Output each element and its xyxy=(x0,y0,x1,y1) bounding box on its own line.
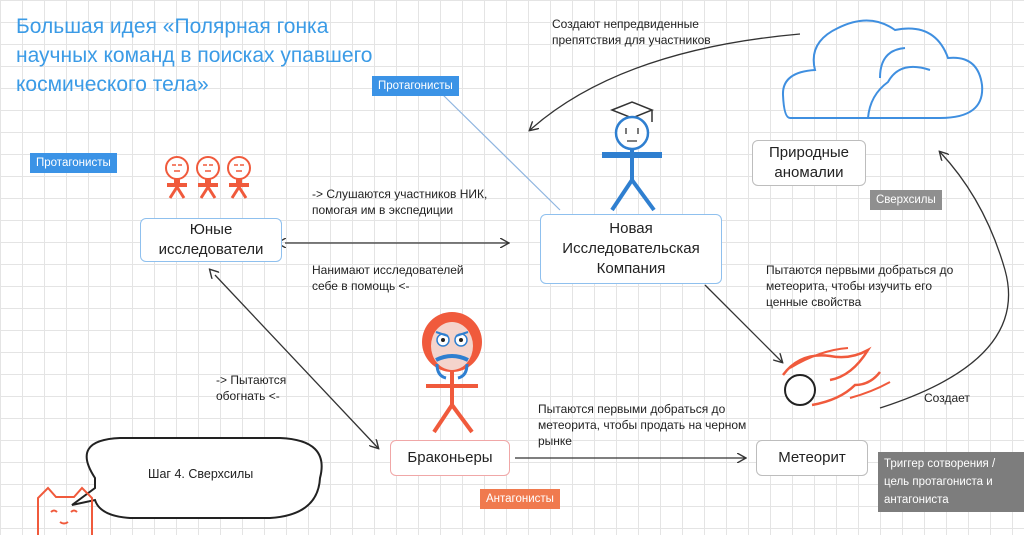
node-poachers: Браконьеры xyxy=(390,440,510,476)
bubble-text: Шаг 4. Сверхсилы xyxy=(148,467,254,481)
tag-meteorite-role: Триггер сотворения / цель протагониста и… xyxy=(878,452,1024,512)
young-researchers-icon xyxy=(165,156,251,199)
connector-protagonists-company xyxy=(439,91,561,211)
node-young-researchers: Юные исследователи xyxy=(140,218,282,262)
meteorite-icon xyxy=(781,346,891,407)
page-title: Большая идея «Полярная гонка научных ком… xyxy=(16,15,373,96)
arrow-young-poachers xyxy=(215,275,378,448)
note-creates: Создает xyxy=(924,391,970,405)
note-poachers-goal: Пытаются первыми добраться до метеорита,… xyxy=(538,402,747,448)
note-obstacles: Создают непредвиденные препятствия для у… xyxy=(552,17,711,47)
node-meteorite: Метеорит xyxy=(756,440,868,476)
arrow-company-meteorite xyxy=(704,284,782,362)
tag-protagonists-company: Протагонисты xyxy=(372,76,459,96)
tag-antagonists: Антагонисты xyxy=(480,489,560,509)
arrow-nature-to-company xyxy=(530,33,801,130)
note-overtake: -> Пытаются обогнать <- xyxy=(216,373,287,403)
cloud-icon xyxy=(781,19,984,119)
scientist-icon xyxy=(602,101,662,212)
note-obey: -> Слушаются участников НИК, помогая им … xyxy=(312,187,488,217)
speech-bubble xyxy=(71,437,323,519)
tag-protagonists-young: Протагонисты xyxy=(30,153,117,173)
node-natural-anomalies: Природные аномалии xyxy=(752,140,866,186)
tag-superpowers: Сверхсилы xyxy=(870,190,942,210)
node-research-company: Новая Исследовательская Компания xyxy=(540,214,722,284)
cat-mascot-icon xyxy=(37,486,93,535)
note-hire: Нанимают исследователей себе в помощь <- xyxy=(312,263,464,293)
poacher-icon xyxy=(422,312,482,434)
note-company-goal: Пытаются первыми добраться до метеорита,… xyxy=(766,263,954,309)
arrow-meteorite-to-nature xyxy=(879,152,1010,409)
